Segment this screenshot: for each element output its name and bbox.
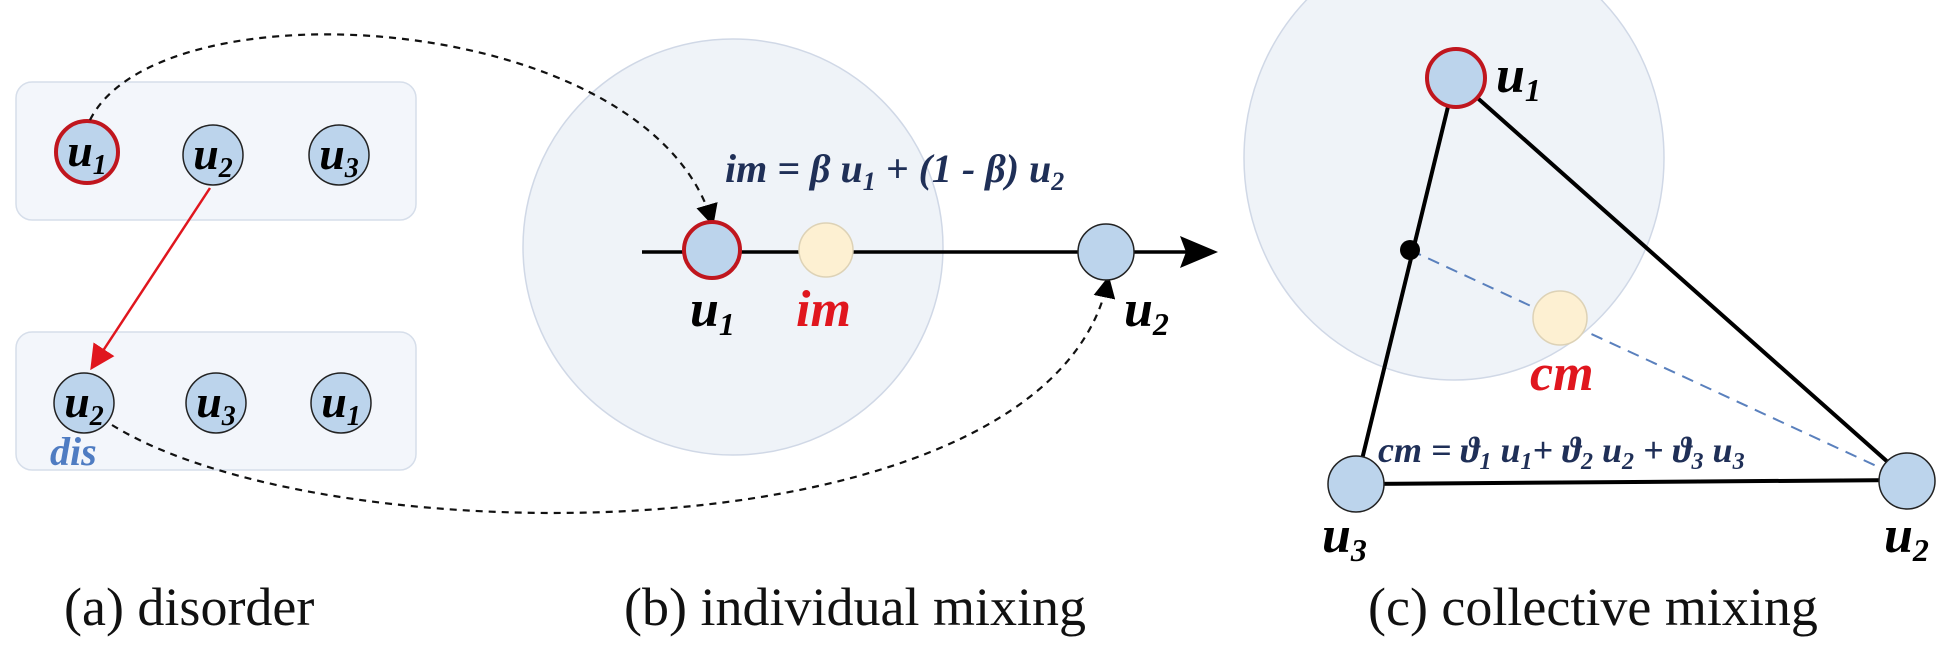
node-a-top-u2: u2	[182, 124, 244, 186]
panel-c-bubble	[1243, 0, 1665, 381]
dashed-arrow-u2	[111, 275, 1116, 515]
node-a-top-u1: u1	[54, 119, 120, 185]
svg-text:u3: u3	[319, 128, 359, 184]
label-c-u1: u1	[1496, 47, 1541, 108]
node-a-bottom-u3: u3	[185, 372, 247, 434]
node-c-u1	[1425, 47, 1487, 109]
node-c-u2	[1878, 452, 1936, 510]
label-b-u2: u2	[1124, 281, 1169, 342]
label-b-im: im	[796, 281, 851, 338]
dashed-arrow-u1	[89, 33, 718, 227]
label-b-u1: u1	[690, 281, 735, 342]
svg-text:u1: u1	[321, 376, 361, 432]
svg-text:u1: u1	[67, 125, 107, 181]
node-c-u3	[1327, 455, 1385, 513]
label-c-cm: cm	[1530, 345, 1594, 402]
node-a-bottom-u1: u1	[310, 372, 372, 434]
svg-text:u3: u3	[196, 376, 236, 432]
triangle-side-point	[1400, 240, 1420, 260]
label-c-u3: u3	[1322, 507, 1367, 568]
shuffle-arrow	[90, 187, 212, 371]
node-a-top-u3: u3	[308, 124, 370, 186]
node-c-cm	[1532, 290, 1588, 346]
formula-cm: cm = ϑ1 u1+ ϑ2 u2 + ϑ3 u3	[1378, 430, 1745, 475]
dis-label: dis	[50, 429, 97, 474]
label-c-u2: u2	[1884, 507, 1929, 568]
node-b-im	[798, 222, 854, 278]
node-a-bottom-u2: u2	[53, 372, 115, 434]
caption-b: (b) individual mixing	[624, 577, 1086, 637]
svg-text:u2: u2	[64, 376, 104, 432]
formula-im: im = β u1 + (1 - β) u2	[725, 146, 1064, 196]
mixing-triangle	[1353, 74, 1914, 487]
svg-text:u2: u2	[193, 128, 233, 184]
mixing-axis-arrowhead	[1180, 236, 1218, 268]
caption-c: (c) collective mixing	[1368, 577, 1818, 637]
node-b-u2	[1077, 223, 1135, 281]
dashed-blue-line	[1409, 249, 1899, 477]
node-b-u1	[682, 220, 742, 280]
caption-a: (a) disorder	[64, 577, 314, 637]
